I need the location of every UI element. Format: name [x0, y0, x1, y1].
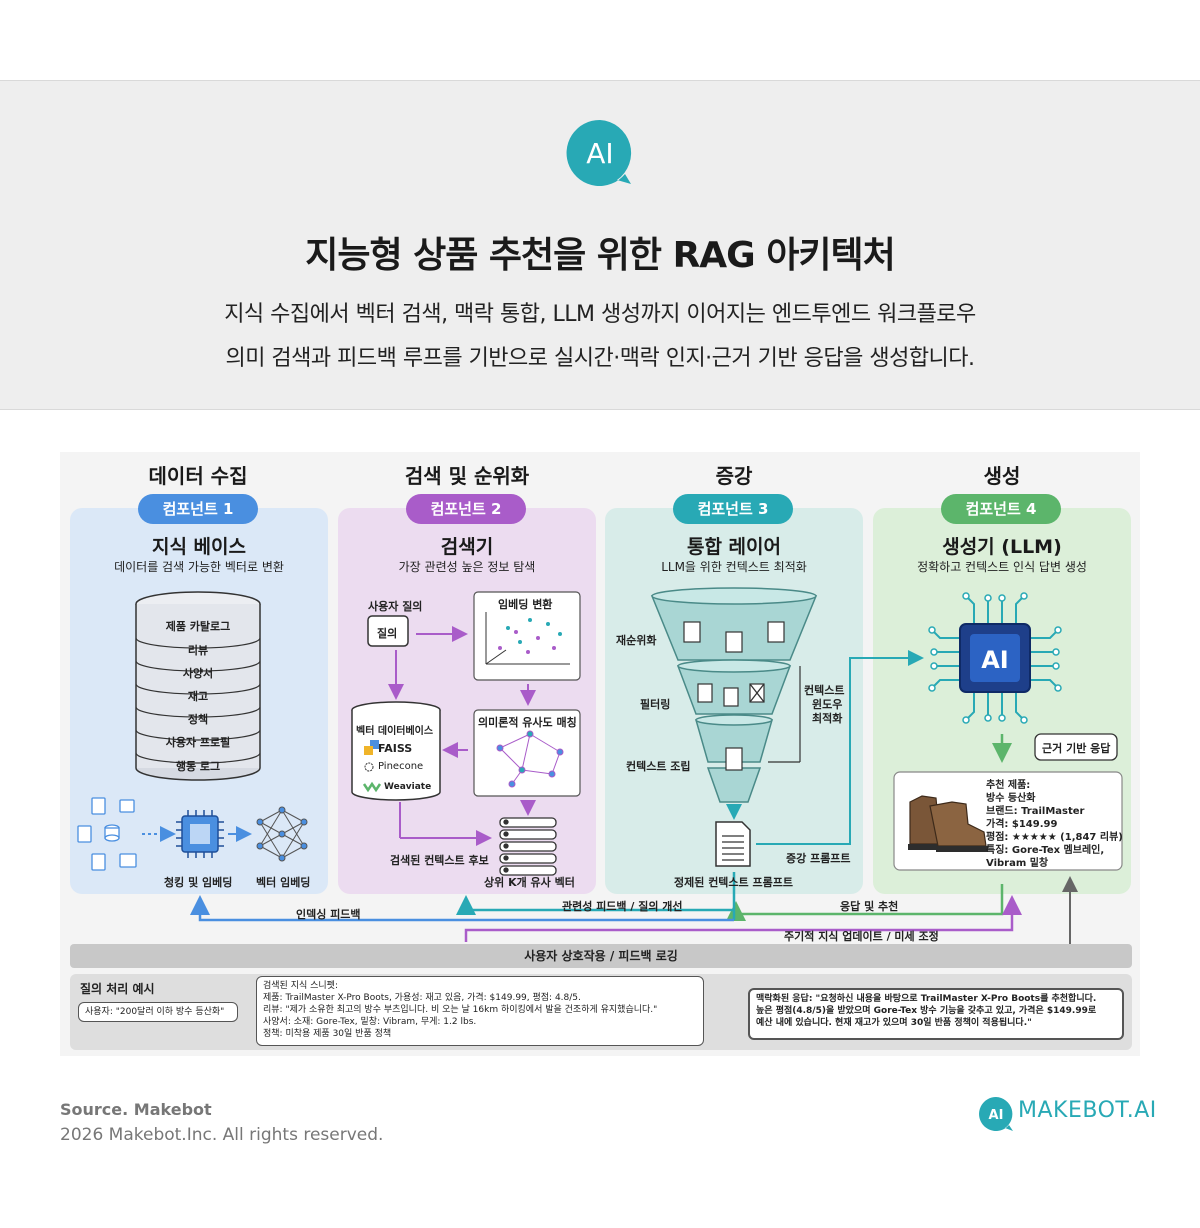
topk-label: 상위 K개 유사 벡터 [484, 876, 575, 889]
copyright-label: 2026 Makebot.Inc. All rights reserved. [60, 1125, 384, 1145]
snippet-line: 정책: 미착용 제품 30일 반품 정책 [263, 1029, 392, 1039]
rag-architecture-diagram: 데이터 수집 검색 및 순위화 증강 생성 컴포넌트 1 컴포넌트 2 컴포넌트… [60, 452, 1140, 1056]
rec-line-4: 가격: $149.99 [986, 819, 1058, 830]
kb-layer-policy: 정책 [187, 713, 209, 726]
faiss-brand: FAISS [378, 742, 413, 755]
stage-title-3: 증강 [715, 464, 753, 488]
vector-rows-icon [499, 817, 557, 876]
rerank-label: 재순위화 [616, 634, 657, 647]
component-desc-2: 가장 관련성 높은 정보 탐색 [398, 560, 536, 574]
component-name-4: 생성기 (LLM) [942, 536, 1062, 558]
rec-line-7: Vibram 밑창 [986, 858, 1049, 869]
periodic-update-label: 주기적 지식 업데이트 / 미세 조정 [784, 930, 939, 943]
snippet-line: 리뷰: "제가 소유한 최고의 방수 부츠입니다. 비 오는 날 16km 하이… [263, 1005, 658, 1015]
snippet-line: 검색된 지식 스니펫: [263, 981, 338, 991]
component-name-3: 통합 레이어 [686, 536, 781, 558]
semantic-label: 의미론적 유사도 매칭 [478, 716, 577, 729]
logging-bar: 사용자 상호작용 / 피드백 로깅 [70, 944, 1132, 968]
embedding-label: 임베딩 변환 [498, 598, 553, 611]
chunking-label: 청킹 및 임베딩 [164, 876, 233, 889]
filter-label: 필터링 [640, 698, 671, 711]
candidates-label: 검색된 컨텍스트 후보 [390, 854, 489, 867]
component-name-2: 검색기 [440, 536, 494, 558]
subtitle-line-1: 지식 수집에서 벡터 검색, 맥락 통합, LLM 생성까지 이어지는 엔드투엔… [224, 302, 976, 327]
document-files-icon [77, 797, 137, 871]
scatter-plot-icon [485, 612, 570, 665]
diagram-graphics: AI [77, 587, 1123, 1016]
vector-db-label: 벡터 데이터베이스 [356, 726, 434, 737]
component-badge-2: 컴포넌트 2 [406, 494, 526, 524]
component-badge-1: 컴포넌트 1 [138, 494, 258, 524]
query-box [367, 615, 409, 647]
database-stack-icon [135, 591, 261, 781]
response-box: 맥락화된 응답: "요청하신 내용을 바탕으로 TrailMaster X-Pr… [748, 988, 1124, 1040]
rec-line-1: 추천 제품: [986, 780, 1031, 791]
ai-chip-icon: AI [928, 592, 1062, 724]
makebot-logo-icon: AI [979, 1097, 1013, 1131]
grounded-response-bubble [1034, 733, 1118, 761]
component-desc-1: 데이터를 검색 가능한 벡터로 변환 [114, 560, 284, 574]
kb-layer-reviews: 리뷰 [187, 644, 209, 657]
relevance-feedback-label: 관련성 피드백 / 질의 개선 [562, 900, 683, 913]
hiking-boots-icon [908, 795, 988, 852]
kb-layer-catalog: 제품 카탈로그 [165, 620, 231, 633]
augmented-prompt-label: 증강 프롬프트 [786, 852, 851, 865]
snippet-line: 제품: TrailMaster X-Pro Boots, 가용성: 재고 있음,… [263, 993, 581, 1003]
ai-chat-logo-icon: AI [566, 119, 632, 186]
rec-line-6: 특징: Gore-Tex 멤브레인, [986, 845, 1105, 856]
logo-text: AI [586, 137, 613, 170]
kb-layer-specs: 사양서 [182, 667, 214, 680]
source-label: Source. Makebot [60, 1100, 212, 1119]
cpu-chip-icon [176, 810, 224, 858]
kb-layer-inventory: 재고 [187, 690, 209, 703]
response-line: 맥락화된 응답: "요청하신 내용을 바탕으로 TrailMaster X-Pr… [756, 994, 1097, 1004]
snippet-line: 사양서: 소재: Gore-Tex, 밑창: Vibram, 무게: 1.2 l… [263, 1017, 477, 1027]
document-icons [683, 621, 785, 771]
indexing-feedback-label: 인덱싱 피드백 [296, 908, 361, 921]
component-badge-3: 컴포넌트 3 [673, 494, 793, 524]
embedding-plot [473, 591, 581, 681]
stage-title-4: 생성 [983, 464, 1021, 488]
example-user-query: 사용자: "200달러 이하 방수 등산화" [78, 1002, 238, 1022]
component-name-1: 지식 베이스 [151, 536, 246, 558]
example-title: 질의 처리 예시 [80, 982, 155, 996]
neural-network-icon [256, 806, 308, 862]
window-label-1: 컨텍스트 [804, 684, 845, 697]
window-label-3: 최적화 [812, 712, 843, 725]
component-desc-4: 정확하고 컨텍스트 인식 답변 생성 [917, 560, 1087, 574]
kb-layer-profile: 사용자 프로필 [165, 736, 231, 749]
pinecone-brand: Pinecone [378, 761, 424, 772]
window-label-2: 윈도우 [812, 698, 843, 711]
stage-title-2: 검색 및 순위화 [404, 464, 530, 488]
page-title: 지능형 상품 추천을 위한 RAG 아키텍처 [305, 235, 895, 276]
rejected-document-icon [749, 683, 765, 703]
weaviate-brand: Weaviate [384, 782, 432, 792]
component-badge-4: 컴포넌트 4 [941, 494, 1061, 524]
rec-line-2: 방수 등산화 [986, 793, 1036, 804]
ai-chip-text: AI [981, 646, 1009, 674]
stage-title-1: 데이터 수집 [148, 464, 248, 488]
brand-icon-text: AI [989, 1108, 1004, 1123]
component-desc-3: LLM을 위한 컨텍스트 최적화 [661, 560, 807, 574]
query-box-label: 질의 [377, 627, 398, 640]
subtitle-line-2: 의미 검색과 피드백 루프를 기반으로 실시간·맥락 인지·근거 기반 응답을 … [225, 346, 975, 371]
response-line: 높은 평점(4.8/5)을 받았으며 Gore-Tex 방수 기능을 갖추고 있… [756, 1006, 1097, 1016]
response-line: 예산 내에 있습니다. 현재 재고가 있으며 30일 반품 정책이 적용됩니다.… [756, 1018, 1032, 1028]
kb-layer-behavior: 행동 로그 [175, 760, 221, 773]
grounded-response-label: 근거 기반 응답 [1042, 742, 1111, 755]
rec-line-3: 브랜드: TrailMaster [986, 806, 1085, 817]
user-query-label: 사용자 질의 [368, 600, 423, 613]
brand-name: MAKEBOT.AI [1018, 1098, 1157, 1123]
vector-embedding-label: 벡터 임베딩 [256, 876, 311, 889]
refined-prompt-icon [715, 821, 751, 867]
refined-prompt-label: 정제된 컨텍스트 프롬프트 [674, 876, 793, 889]
vector-database-icon [351, 701, 441, 801]
similarity-graph-icon [496, 730, 564, 788]
rec-line-5: 평점: ★★★★★ (1,847 리뷰) [986, 832, 1123, 843]
snippet-box: 검색된 지식 스니펫: 제품: TrailMaster X-Pro Boots,… [256, 976, 704, 1046]
response-label: 응답 및 추천 [840, 900, 899, 913]
assemble-label: 컨텍스트 조립 [626, 760, 691, 773]
